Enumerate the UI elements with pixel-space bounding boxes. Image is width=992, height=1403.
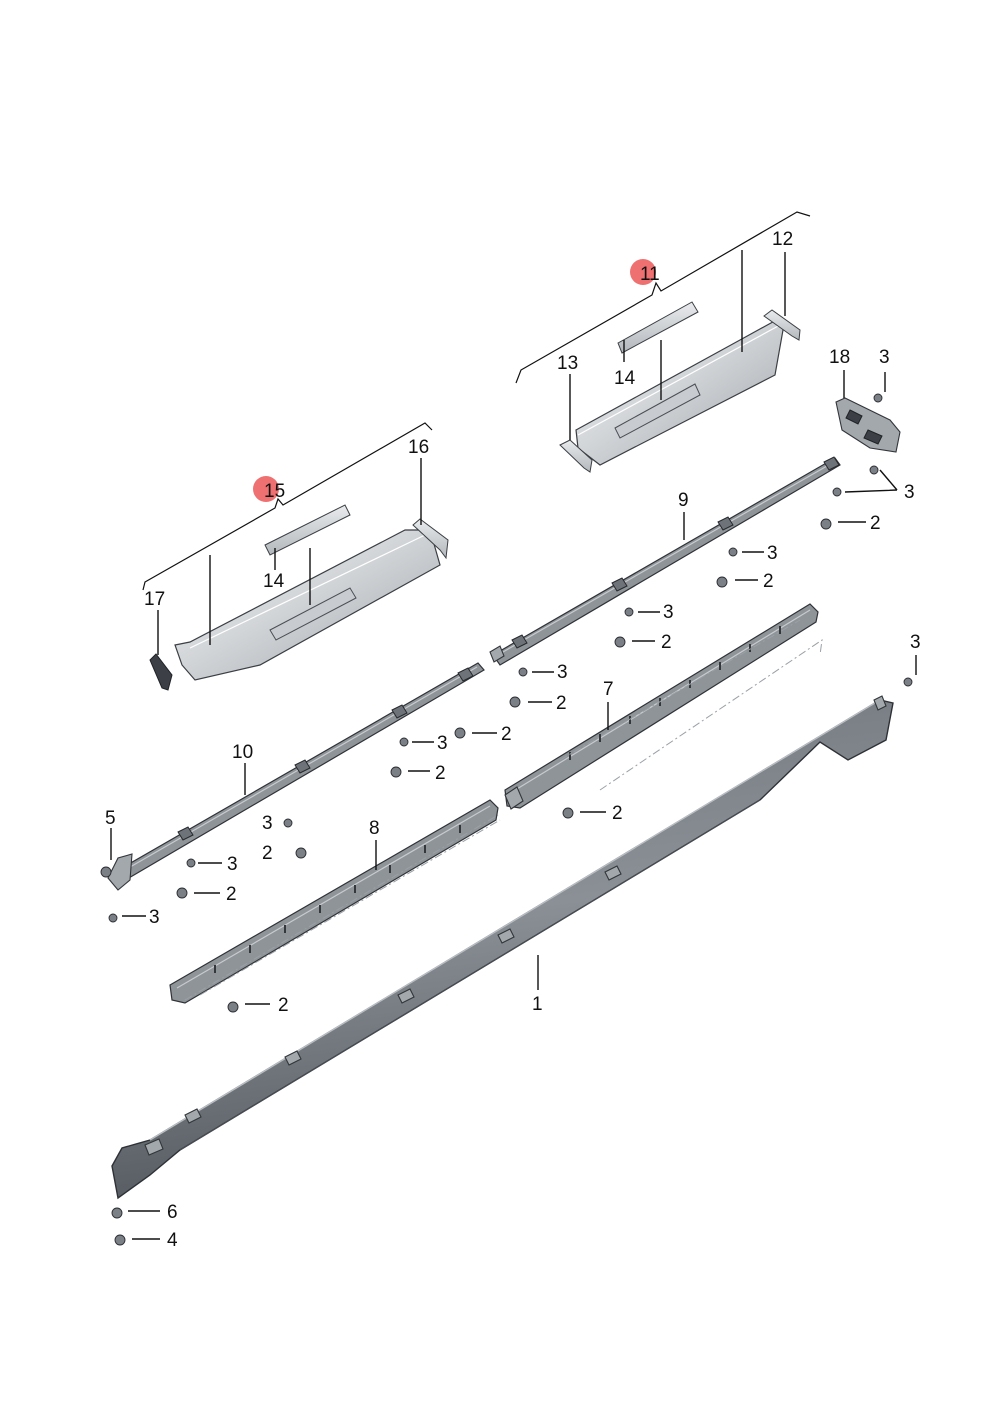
- callout-13: 13: [557, 353, 578, 374]
- grouping-bracket-15: [142, 422, 433, 645]
- callout-2: 2: [262, 843, 273, 864]
- callout-14-lower: 14: [263, 571, 285, 592]
- part-14-insert-lower: [264, 504, 351, 556]
- callout-9: 9: [678, 490, 689, 511]
- callout-10: 10: [232, 742, 253, 763]
- callout-3: 3: [904, 482, 915, 503]
- part-12-end-cap-upper: [763, 309, 801, 341]
- callout-2: 2: [501, 724, 512, 745]
- callout-3: 3: [437, 733, 448, 754]
- callout-2: 2: [556, 693, 567, 714]
- callout-11: 11: [640, 264, 660, 285]
- part-1-sill-cover: [111, 695, 894, 1200]
- callout-1: 1: [532, 994, 543, 1015]
- callout-16: 16: [408, 437, 429, 458]
- part-14-insert-upper: [617, 301, 699, 354]
- highlight-markers: [253, 259, 656, 502]
- part-7-support-rail: [504, 603, 823, 810]
- part-17-end-cap-lower: [149, 653, 173, 691]
- callout-3: 3: [557, 662, 568, 683]
- part-16-end-cap-lower: [412, 518, 449, 560]
- callout-15: 15: [264, 481, 285, 502]
- callout-12: 12: [772, 229, 793, 250]
- highlight-marker-11: [630, 259, 656, 285]
- callout-6: 6: [167, 1202, 178, 1223]
- callout-labels: 1 7 8 9 10 11 12 13 14 14 15 16 17 18 3 …: [105, 229, 921, 1251]
- callout-2: 2: [612, 803, 623, 824]
- callout-4: 4: [167, 1230, 178, 1251]
- callout-5: 5: [105, 808, 116, 829]
- grouping-bracket-11: [515, 211, 811, 400]
- callout-3: 3: [227, 854, 238, 875]
- callout-14-upper: 14: [614, 368, 636, 389]
- part-11-step-plate: [575, 317, 784, 466]
- callout-8: 8: [369, 818, 380, 839]
- callout-17: 17: [144, 589, 165, 610]
- callout-3: 3: [262, 813, 273, 834]
- part-18-end-bracket: [835, 397, 901, 453]
- sill-tabs: [144, 695, 887, 1156]
- callout-3: 3: [879, 347, 890, 368]
- callout-2: 2: [763, 571, 774, 592]
- callout-18: 18: [829, 347, 850, 368]
- part-8-support-rail: [169, 799, 501, 1004]
- part-10-lower-rail: [107, 662, 485, 891]
- callout-3: 3: [910, 632, 921, 653]
- callout-2: 2: [661, 632, 672, 653]
- leader-lines: [110, 252, 917, 1240]
- highlight-marker-15: [253, 476, 279, 502]
- callout-2: 2: [278, 995, 289, 1016]
- part-9-upper-rail: [489, 456, 841, 666]
- callout-3: 3: [767, 543, 778, 564]
- callout-2: 2: [870, 513, 881, 534]
- callout-2: 2: [226, 884, 237, 905]
- callout-3: 3: [149, 907, 160, 928]
- callout-7: 7: [603, 679, 614, 700]
- part-15-step-plate: [174, 529, 441, 681]
- callout-3: 3: [663, 602, 674, 623]
- part-13-end-cap-upper: [559, 439, 593, 473]
- callout-2: 2: [435, 763, 446, 784]
- fasteners: [100, 393, 913, 1246]
